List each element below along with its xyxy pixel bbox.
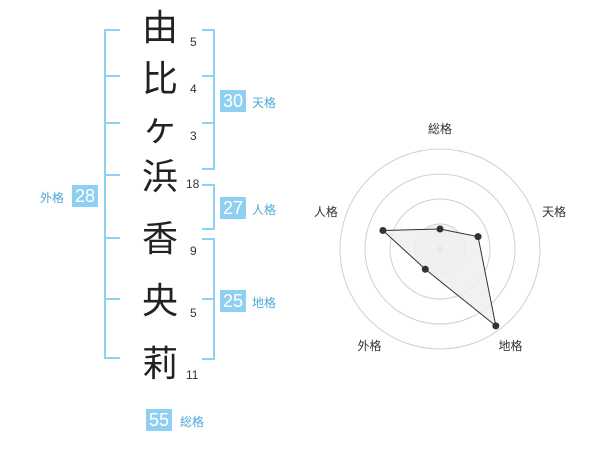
tenkaku-label: 天格 xyxy=(252,96,277,110)
name-char-1: 由 xyxy=(141,8,178,49)
radar-axis-label-4: 外格 xyxy=(357,338,381,353)
stroke-count-6: 5 xyxy=(190,306,197,320)
radar-point-5 xyxy=(379,226,387,234)
gaikaku-label: 外格 xyxy=(40,191,65,205)
radar-polygon xyxy=(381,228,497,328)
stroke-count-5: 9 xyxy=(190,244,197,258)
radar-ring-3 xyxy=(364,173,516,325)
radar-point-4 xyxy=(421,265,429,273)
name-char-2: 比 xyxy=(141,59,178,100)
radar-axis-label-2: 天格 xyxy=(542,204,566,219)
stroke-count-1: 5 xyxy=(190,35,197,49)
soukaku-value-badge: 55 xyxy=(146,409,173,431)
stroke-count-3: 3 xyxy=(190,129,197,143)
radar-axis-label-1: 総格 xyxy=(428,121,452,136)
radar-axis-label-5: 人格 xyxy=(314,204,338,219)
chikaku-label: 地格 xyxy=(252,296,277,310)
gaikaku-value-badge: 28 xyxy=(72,185,99,207)
tenkaku-value-badge: 30 xyxy=(220,90,247,112)
jinkaku-value-badge: 27 xyxy=(220,197,247,219)
stroke-count-2: 4 xyxy=(190,82,197,96)
name-char-3: ヶ xyxy=(141,108,178,149)
radar-point-2 xyxy=(474,233,482,241)
name-char-4: 浜 xyxy=(141,157,178,198)
radar-ring-2 xyxy=(389,198,491,300)
name-char-6: 央 xyxy=(141,281,178,322)
chikaku-value-badge: 25 xyxy=(220,290,247,312)
radar-axis-label-3: 地格 xyxy=(499,338,523,353)
stroke-count-4: 18 xyxy=(186,177,200,191)
name-char-7: 莉 xyxy=(141,344,178,385)
radar-point-3 xyxy=(492,322,500,330)
name-char-5: 香 xyxy=(141,219,178,260)
jinkaku-label: 人格 xyxy=(252,203,277,217)
radar-point-1 xyxy=(436,225,444,233)
soukaku-label: 総格 xyxy=(180,415,205,429)
stroke-count-7: 11 xyxy=(186,368,199,382)
radar-ring-4 xyxy=(339,148,541,350)
